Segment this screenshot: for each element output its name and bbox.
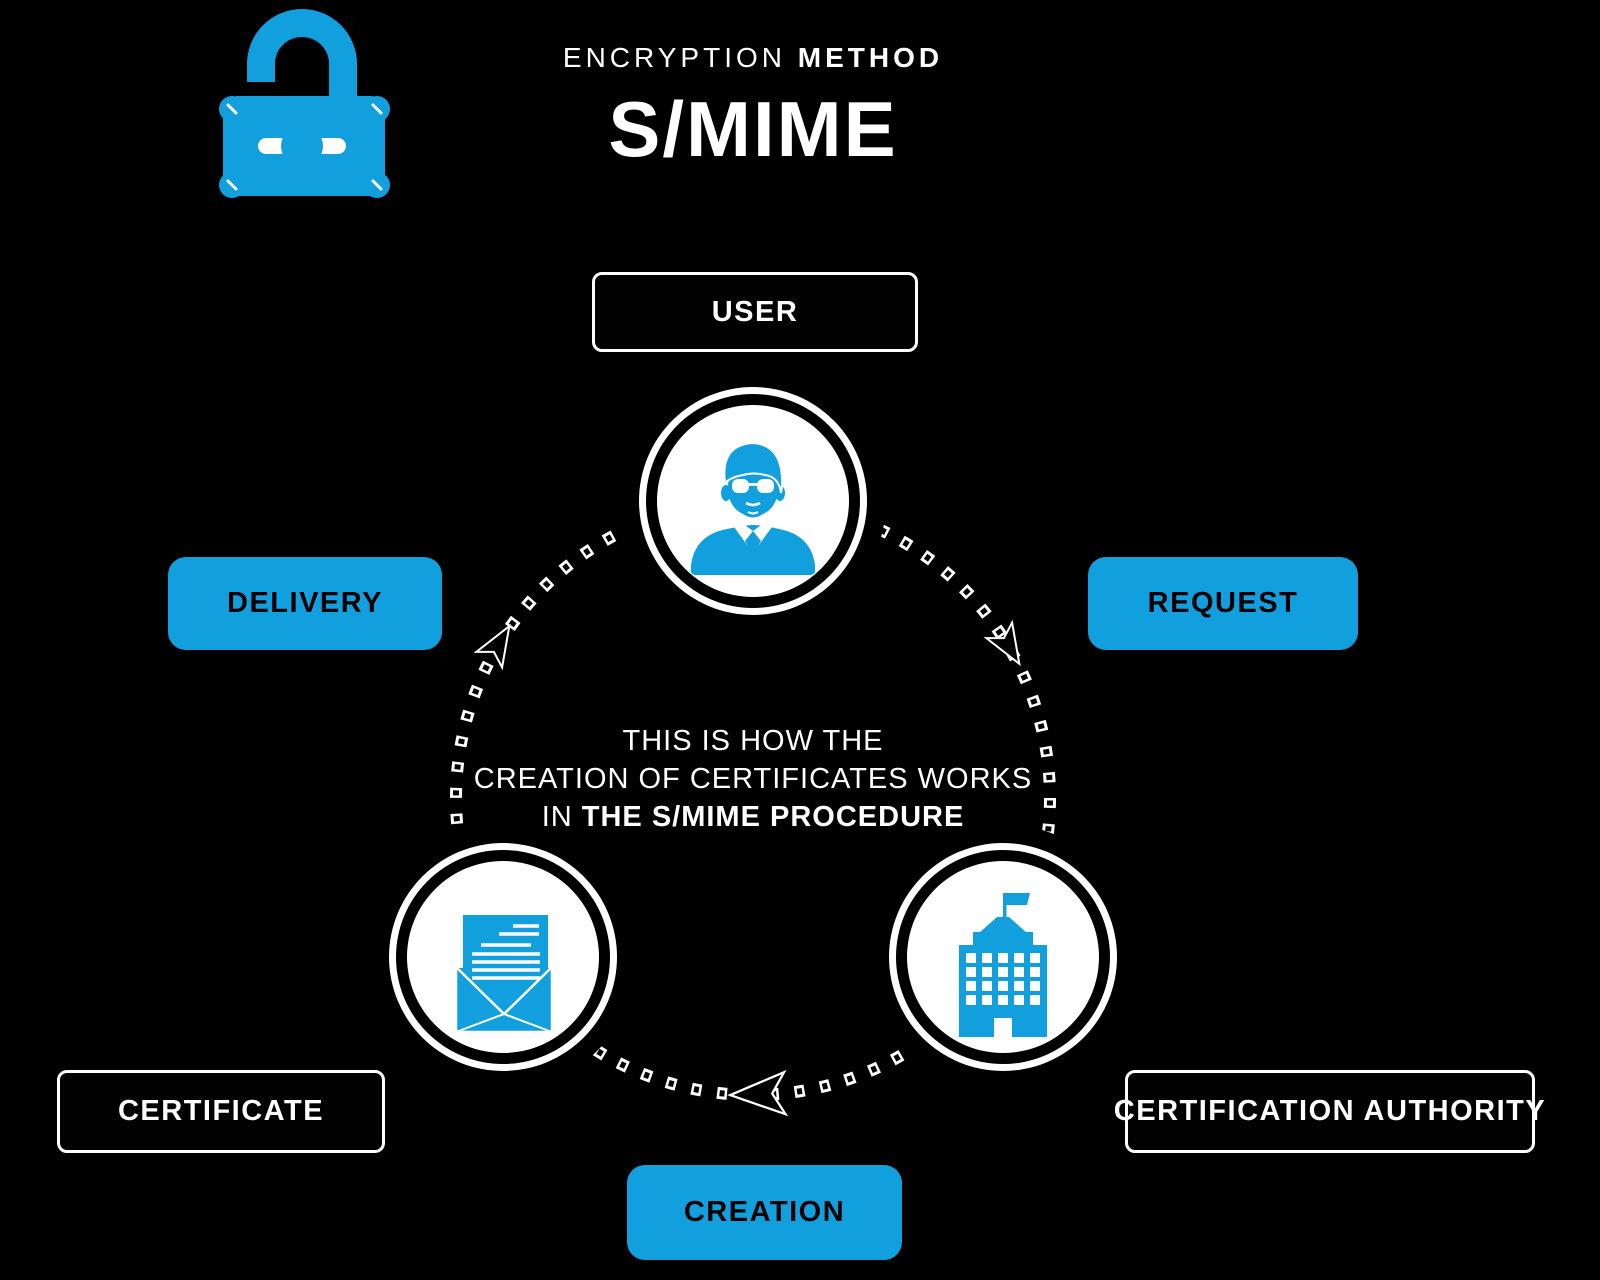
letter-text-lines <box>472 924 540 980</box>
flag <box>1006 893 1030 905</box>
door <box>994 1018 1012 1037</box>
node-certification-authority <box>889 843 1117 1071</box>
caption-line-1: THIS IS HOW THE <box>622 725 884 757</box>
center-caption: THIS IS HOW THE CREATION OF CERTIFICATES… <box>353 722 1153 836</box>
arrow-authority-to-certificate <box>727 1069 789 1117</box>
header-eyebrow-light: ENCRYPTION <box>562 42 798 73</box>
step-label-delivery: DELIVERY <box>168 557 442 650</box>
dashed-cycle-ring <box>450 495 1056 1101</box>
node-user <box>639 387 867 615</box>
arrow-certificate-to-user <box>473 623 511 671</box>
node-certificate <box>389 843 617 1071</box>
header-eyebrow: ENCRYPTION METHOD <box>353 42 1153 74</box>
step-label-request: REQUEST <box>1088 557 1358 650</box>
caption-line-3: IN THE S/MIME PROCEDURE <box>541 801 965 833</box>
node-label-certification-authority: CERTIFICATION AUTHORITY <box>1114 1070 1545 1153</box>
envelope-letter-icon <box>454 915 554 1034</box>
person-icon <box>691 441 815 575</box>
envelope-fold-lines <box>455 1013 553 1033</box>
step-label-creation: CREATION <box>627 1165 902 1260</box>
padlock-shackle <box>247 9 357 98</box>
caption-line-2: CREATION OF CERTIFICATES WORKS <box>473 763 1033 795</box>
header: ENCRYPTION METHOD S/MIME <box>353 42 1153 175</box>
open-padlock-icon <box>219 9 390 198</box>
node-label-user: USER <box>592 272 918 352</box>
header-eyebrow-bold: METHOD <box>797 42 944 73</box>
glasses <box>732 479 774 493</box>
keyhole-knob <box>281 125 323 167</box>
screw-slots <box>226 103 383 191</box>
arrow-user-to-authority <box>983 619 1021 667</box>
windows <box>966 953 1040 1005</box>
node-label-certificate: CERTIFICATE <box>57 1070 385 1153</box>
building-icon <box>959 893 1047 1037</box>
page-title: S/MIME <box>608 85 898 173</box>
